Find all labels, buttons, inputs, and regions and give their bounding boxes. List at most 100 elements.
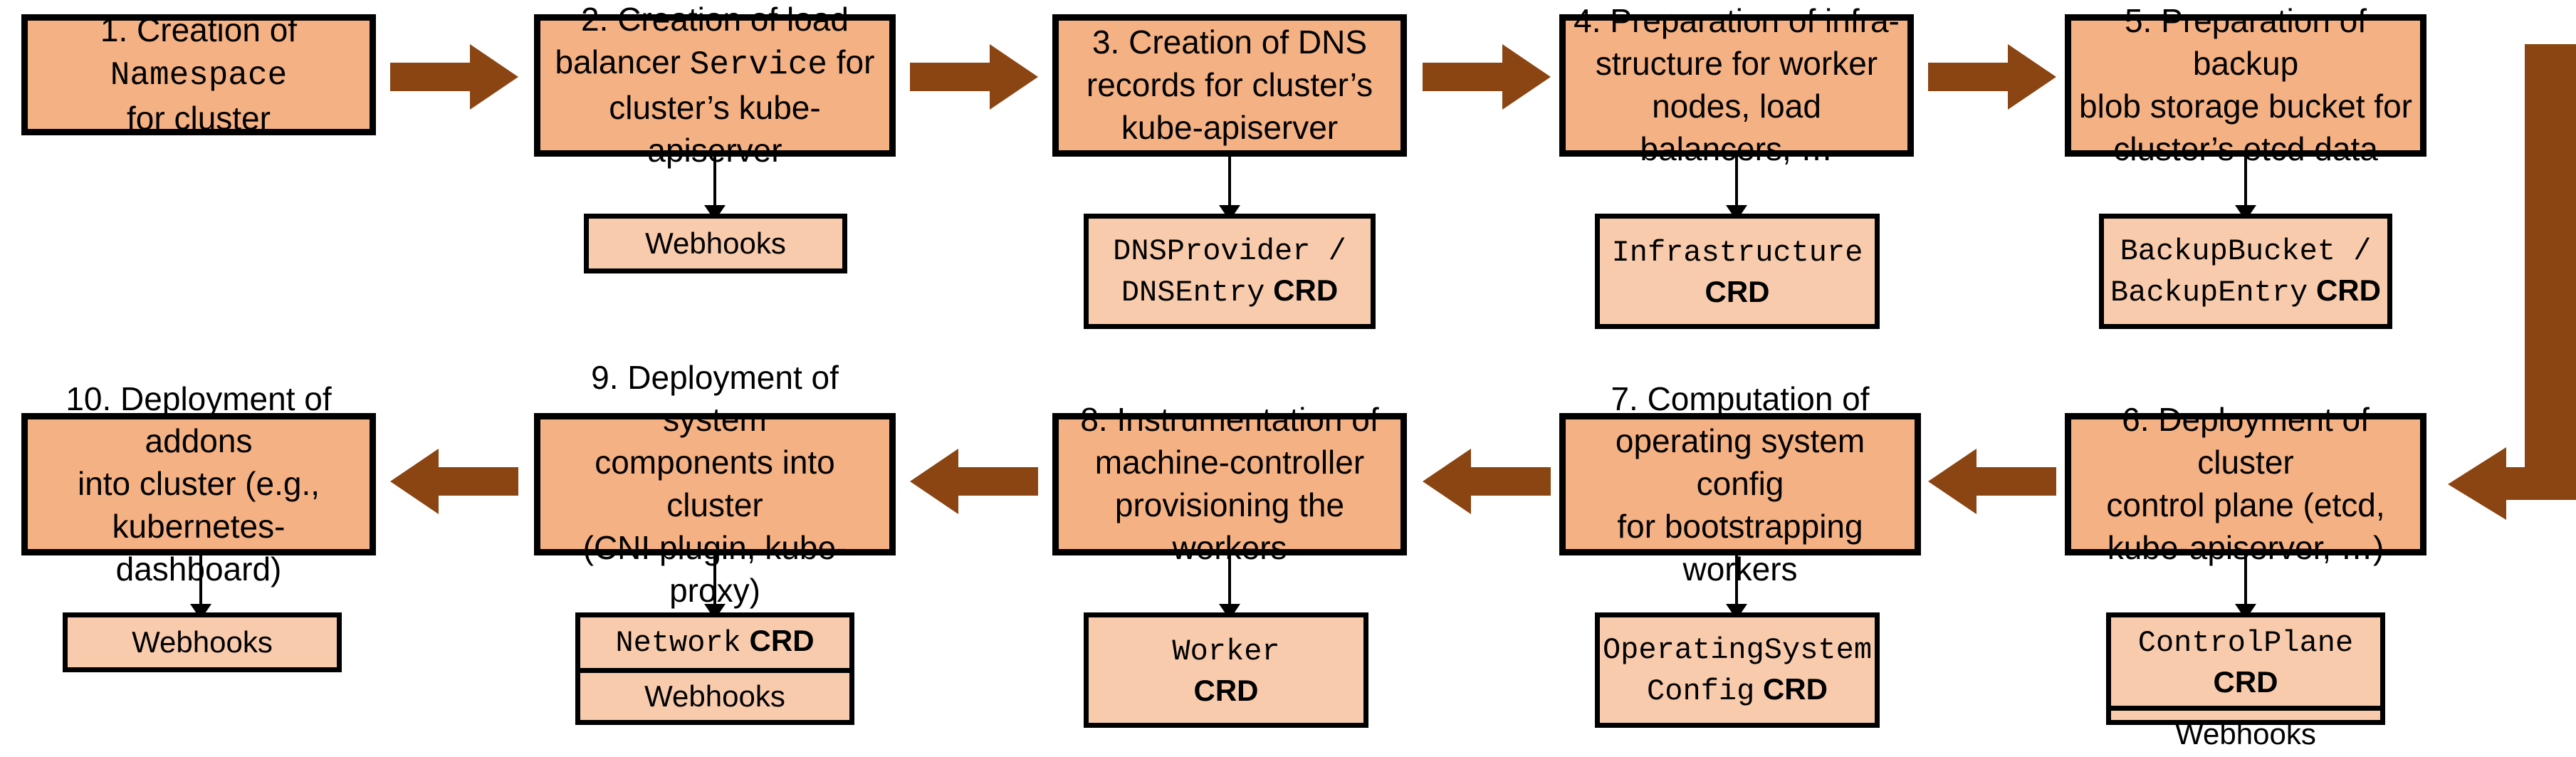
connector-line-8 [1228,555,1231,607]
step-5-line-2: blob storage bucket for [2079,88,2412,125]
step-box-10[interactable]: 10. Deployment of addons into cluster (e… [21,413,376,555]
step-8-line-3: provisioning the workers [1115,486,1344,566]
flow-arrow-7-8 [1423,449,1551,514]
sub-5-row-1-label: BackupBucket / [2120,234,2372,268]
sub-5-row-2-b: CRD [2308,273,2381,307]
step-7-line-1: 7. Computation of [1611,380,1869,417]
sub-box-6[interactable]: ControlPlane CRD Webhooks [2106,612,2385,725]
connector-line-7 [1735,555,1738,607]
step-2-line-1: 2. Creation of load [581,1,849,38]
sub-8-row-1: Worker [1172,630,1279,672]
connector-line-5 [2244,157,2247,208]
step-box-2[interactable]: 2. Creation of load balancer Service for… [534,14,896,157]
sub-6-row-2-label: Webhooks [2175,715,2316,753]
sub-7-row-2-b: CRD [1754,672,1828,706]
step-4-line-3: nodes, load balancers, … [1640,88,1833,167]
flow-arrow-8-9 [910,449,1038,514]
step-9-line-1: 9. Deployment of system [591,359,839,439]
step-3-line-3: kube-apiserver [1121,109,1338,146]
flow-arrow-6-7 [1928,449,2056,514]
step-8-line-1: 8. Instrumentation of [1080,401,1378,438]
connector-line-9 [713,555,716,607]
sub-9-row-1-a: Network [615,626,740,660]
sub-3-row-2-b: CRD [1265,273,1338,307]
step-box-9[interactable]: 9. Deployment of system components into … [534,413,896,555]
step-box-8[interactable]: 8. Instrumentation of machine-controller… [1052,413,1407,555]
flow-arrow-3-4 [1423,44,1551,110]
sub-box-5[interactable]: BackupBucket / BackupEntry CRD [2099,214,2392,329]
sub-8-row-1-label: Worker [1172,635,1279,669]
sub-box-9[interactable]: Network CRD Webhooks [575,612,854,725]
step-8-line-2: machine-controller [1095,444,1364,481]
sub-4-row-2: CRD [1705,273,1770,311]
step-7-line-3: for bootstrapping workers [1617,508,1863,588]
sub-5-row-1: BackupBucket / [2120,230,2372,271]
step-1-line-2: Namespace [110,57,287,94]
sub-4-row-1-label: Infrastructure [1612,236,1863,270]
sub-3-rows: DNSProvider / DNSEntry CRD [1089,219,1371,324]
step-4-line-1: 4. Preparation of infra- [1574,2,1900,39]
flow-arrow-1-2 [390,44,518,110]
sub-box-4[interactable]: Infrastructure CRD [1595,214,1880,329]
step-10-line-1: 10. Deployment of addons [66,380,331,460]
step-box-4[interactable]: 4. Preparation of infra- structure for w… [1559,14,1914,157]
step-1-label: 1. Creation of Namespace for cluster [35,9,362,140]
step-10-label: 10. Deployment of addons into cluster (e… [35,378,362,591]
flow-arrow-4-5 [1928,44,2056,110]
sub-3-row-1-label: DNSProvider / [1113,234,1346,268]
connector-line-6 [2244,555,2247,607]
step-4-line-2: structure for worker [1596,45,1878,82]
sub-6-row-2: Webhooks [2111,706,2380,757]
connector-line-3 [1228,157,1231,208]
step-3-line-1: 3. Creation of DNS [1092,24,1367,61]
sub-box-3[interactable]: DNSProvider / DNSEntry CRD [1084,214,1376,329]
sub-5-row-2-a: BackupEntry [2110,276,2308,310]
step-box-1[interactable]: 1. Creation of Namespace for cluster [21,14,376,135]
sub-2-row-1: Webhooks [589,219,842,268]
step-box-6[interactable]: 6. Deployment of cluster control plane (… [2065,413,2426,555]
step-10-line-2: into cluster (e.g., [78,465,320,502]
sub-10-row-1: Webhooks [68,617,337,667]
sub-box-8[interactable]: Worker CRD [1084,612,1368,728]
sub-4-rows: Infrastructure CRD [1600,219,1875,324]
sub-8-row-2-label: CRD [1194,674,1259,707]
step-3-line-2: records for cluster’s [1087,66,1373,103]
step-box-3[interactable]: 3. Creation of DNS records for cluster’s… [1052,14,1407,157]
sub-7-row-1: OperatingSystem [1603,629,1872,670]
step-5-line-1: 5. Preparation of backup [2125,2,2367,82]
sub-3-row-2: DNSEntry CRD [1121,271,1338,313]
connector-line-2 [713,157,716,208]
sub-7-row-2: Config CRD [1647,670,1828,711]
sub-7-row-2-a: Config [1647,674,1754,709]
step-7-line-2: operating system config [1616,422,1865,502]
step-2-line-2b: Service [690,46,827,83]
sub-3-row-1: DNSProvider / [1113,230,1346,271]
sub-10-row-1-label: Webhooks [132,623,273,662]
connector-line-10 [199,555,202,607]
sub-7-rows: OperatingSystem Config CRD [1600,617,1875,723]
flow-arrow-2-3 [910,44,1038,110]
sub-9-row-2-label: Webhooks [644,677,785,716]
step-box-7[interactable]: 7. Computation of operating system confi… [1559,413,1921,555]
step-box-5[interactable]: 5. Preparation of backup blob storage bu… [2065,14,2426,157]
sub-9-row-1: Network CRD [580,617,849,668]
step-5-label: 5. Preparation of backup blob storage bu… [2078,0,2413,170]
step-2-label: 2. Creation of load balancer Service for… [548,0,882,172]
sub-5-rows: BackupBucket / BackupEntry CRD [2104,219,2387,324]
sub-6-row-1-a: ControlPlane [2138,626,2353,660]
step-1-line-3: for cluster [127,100,271,137]
sub-5-row-2: BackupEntry CRD [2110,271,2381,313]
step-6-line-2: control plane (etcd, [2106,486,2384,523]
step-2-line-2c: for [827,43,874,80]
sub-box-10[interactable]: Webhooks [63,612,342,672]
step-3-label: 3. Creation of DNS records for cluster’s… [1066,21,1393,149]
sub-4-row-2-label: CRD [1705,275,1770,308]
step-10-line-3: kubernetes-dashboard) [112,508,286,588]
sub-6-row-1-b: CRD [2214,665,2278,699]
sub-9-row-1-b: CRD [741,624,815,657]
sub-box-7[interactable]: OperatingSystem Config CRD [1595,612,1880,728]
step-6-label: 6. Deployment of cluster control plane (… [2078,399,2413,569]
sub-8-row-2: CRD [1194,672,1259,710]
sub-box-2[interactable]: Webhooks [584,214,847,273]
